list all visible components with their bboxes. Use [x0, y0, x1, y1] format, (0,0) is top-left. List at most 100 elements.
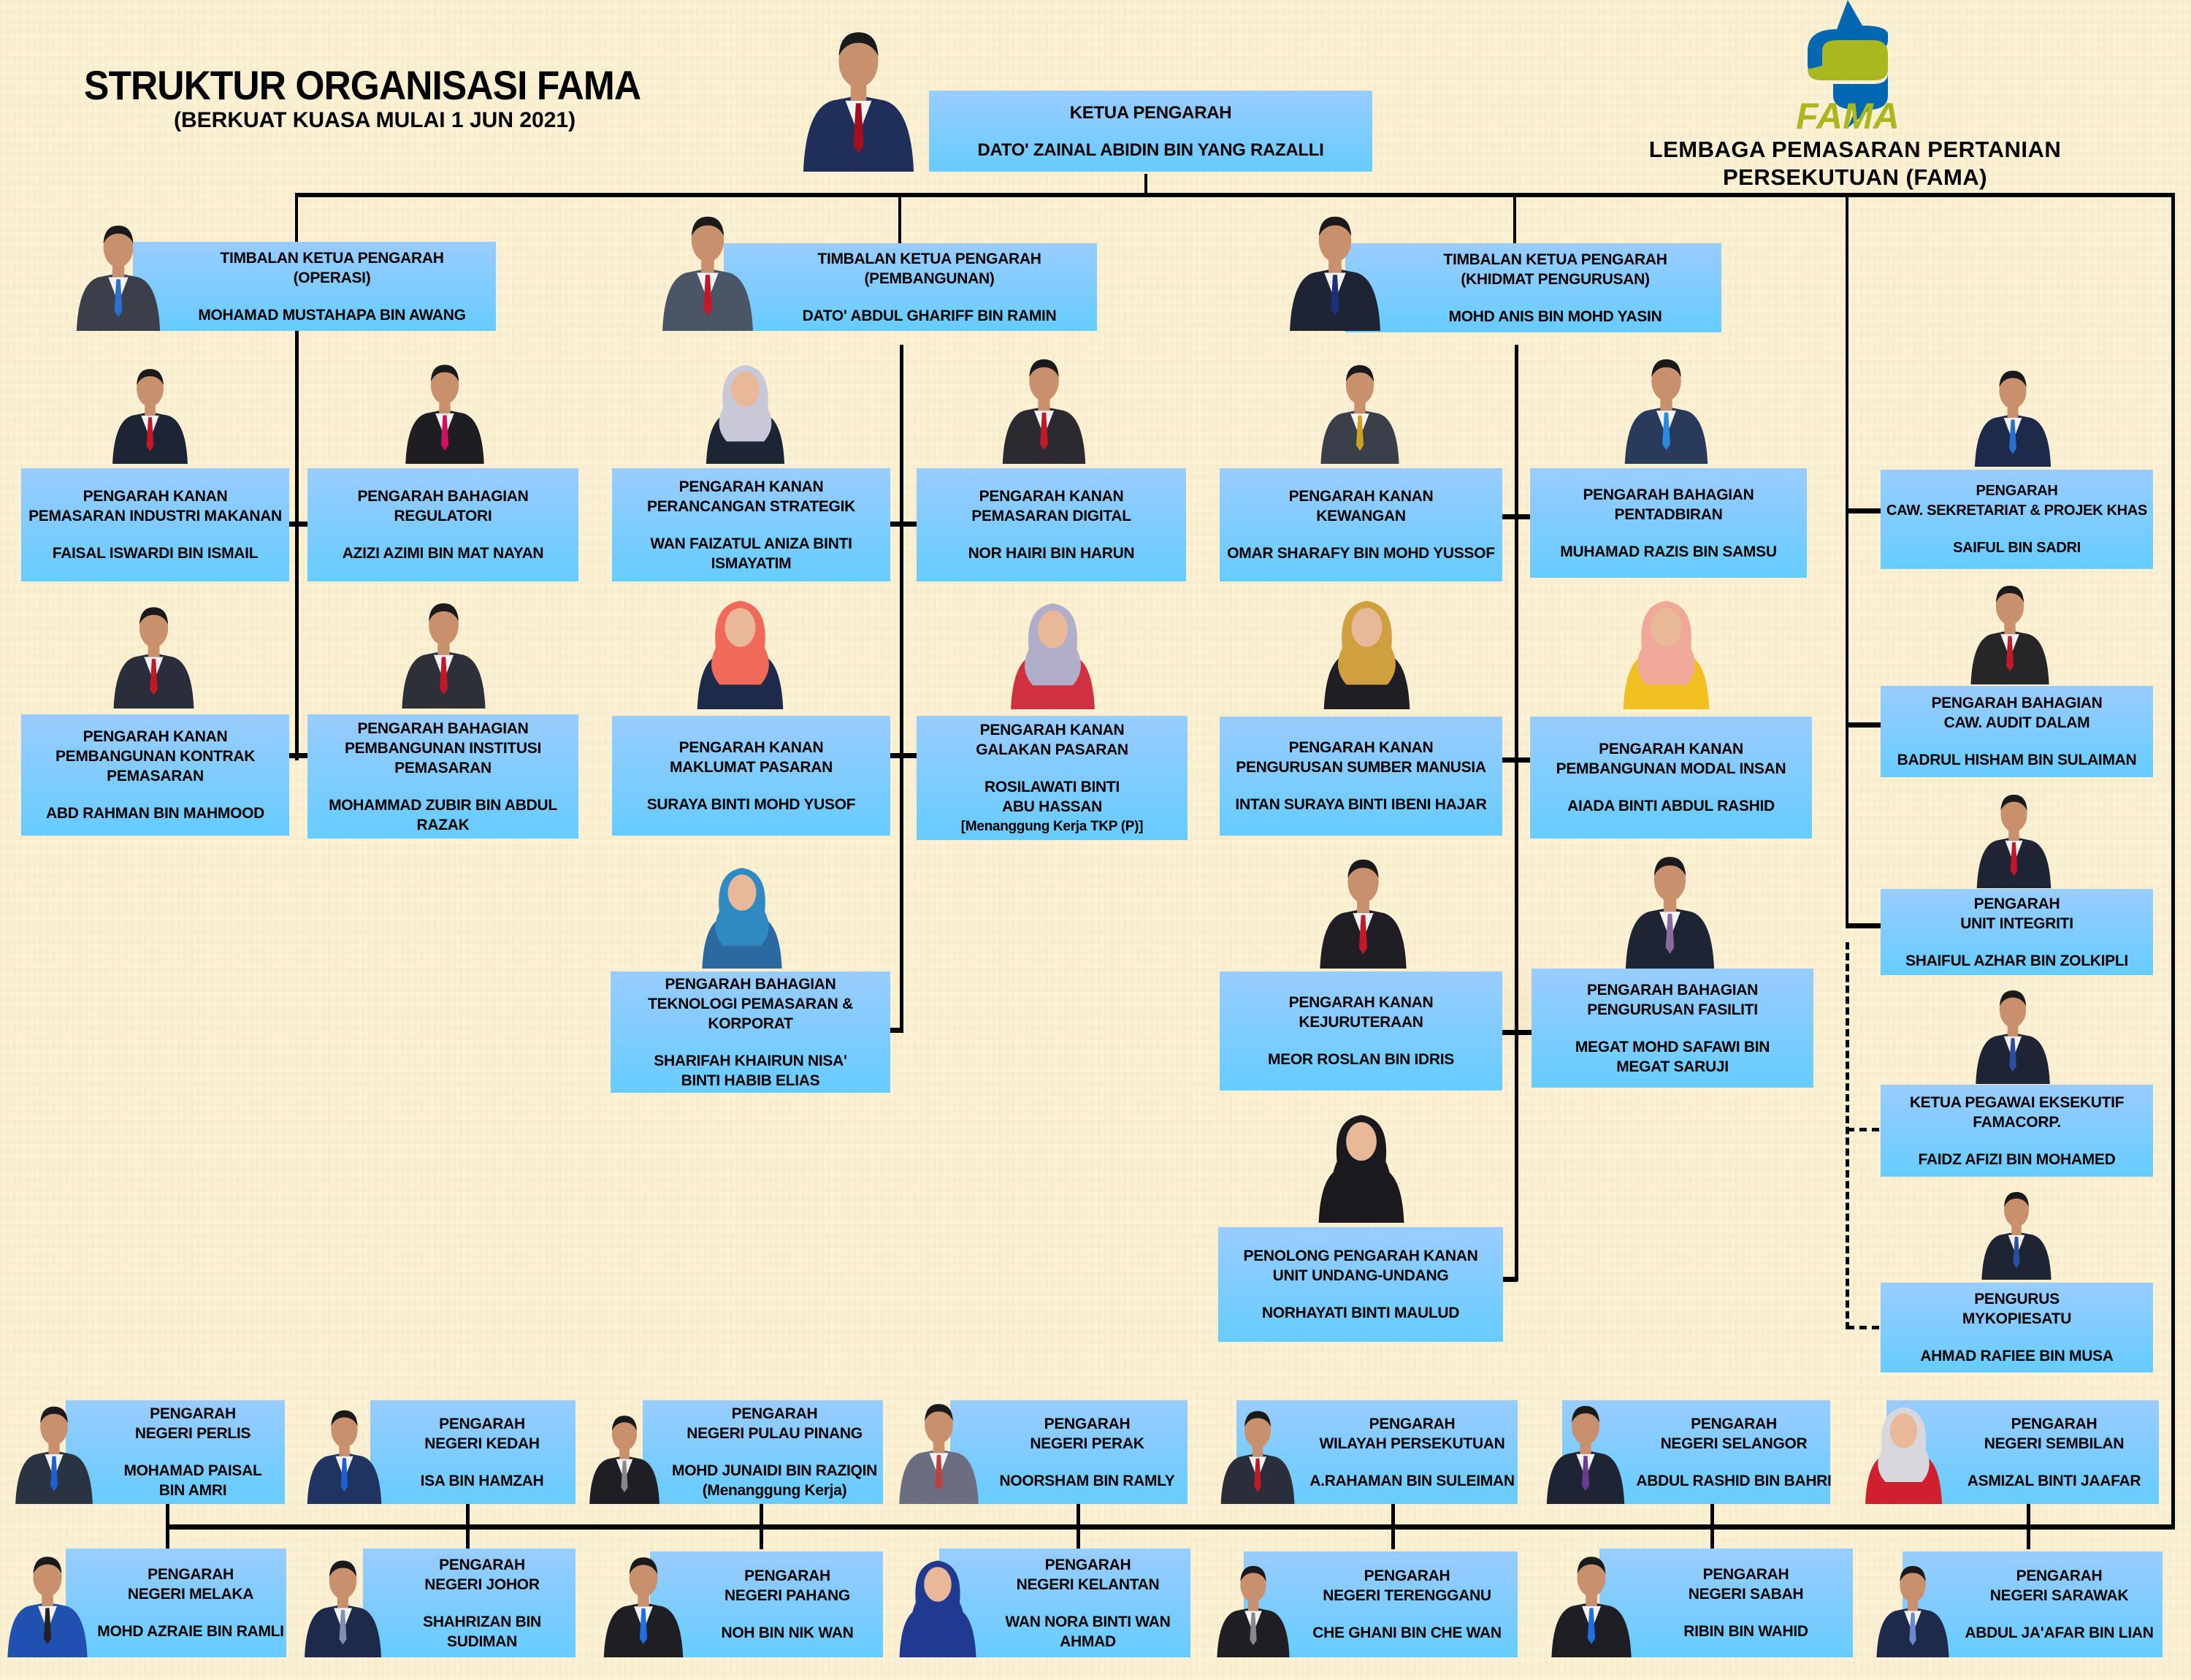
connector-line [1502, 514, 1530, 519]
card-title-line: PENGARAH [148, 1566, 234, 1583]
card-box [21, 714, 289, 836]
card-box [307, 714, 578, 839]
connector-line [1513, 194, 1516, 244]
portrait-photo [987, 345, 1101, 464]
card-text: TIMBALAN KETUA PENGARAH(PEMBANGUNAN)DATO… [762, 243, 1097, 331]
connector-line [1847, 923, 1881, 928]
card-box [1220, 971, 1502, 1091]
card-title-line: PEMBANGUNAN MODAL INSAN [1556, 760, 1786, 777]
card-title-line: WILAYAH PERSEKUTUAN [1319, 1435, 1505, 1452]
card-title-line: NEGERI MELAKA [127, 1586, 254, 1603]
card-box [307, 468, 578, 581]
card-title-line: GALAKAN PASARAN [976, 741, 1128, 758]
card-title-line: (KHIDMAT PENGURUSAN) [1461, 270, 1650, 288]
portrait-photo [95, 356, 205, 464]
card-box [1881, 1085, 2153, 1177]
card-name-line: BIN AMRI [158, 1482, 227, 1499]
card-title-line: NEGERI PULAU PINANG [687, 1425, 863, 1442]
card-name-line: ABDUL RASHID BIN BAHRI [1636, 1472, 1832, 1489]
card-name-line: AIADA BINTI ABDUL RASHID [1567, 798, 1775, 814]
connector-line [167, 1524, 2175, 1530]
card-name-line: ISMAYATIM [711, 554, 792, 572]
card-box [1599, 1549, 1853, 1657]
card-box [1530, 717, 1812, 839]
card-title-line: FAMACORP. [1973, 1113, 2061, 1131]
portrait-photo [890, 1548, 985, 1657]
card-title-line: MYKOPIESATU [1962, 1310, 2072, 1327]
connector-line [289, 753, 307, 758]
portrait-photo [1870, 1544, 1956, 1657]
card-box [1881, 889, 2153, 975]
portrait-photo [785, 14, 932, 172]
card-title-line: PENGARAH [439, 1415, 525, 1432]
card-title-line: PEMBANGUNAN INSTITUSI [344, 739, 542, 757]
card-box [66, 1400, 285, 1504]
card-title-line: PENGARAH [1364, 1568, 1450, 1584]
portrait-photo [1970, 782, 2058, 888]
card-title-line: KETUA PENGARAH [1069, 102, 1232, 123]
card-text: TIMBALAN KETUA PENGARAH(KHIDMAT PENGURUS… [1389, 243, 1721, 332]
card-title-line: NEGERI KELANTAN [1016, 1576, 1160, 1593]
card-title-line: PENGARAH BAHAGIAN [1586, 981, 1759, 999]
card-name-line: FAIDZ AFIZI BIN MOHAMED [1918, 1150, 2116, 1168]
connector-line [1391, 1504, 1395, 1549]
card-name-line: MOHD ANIS BIN MOHD YASIN [1448, 308, 1662, 325]
card-box [1244, 1551, 1518, 1657]
fama-logo-icon: FAMA [1796, 0, 1900, 137]
card-title-line: PENGARAH BAHAGIAN [357, 488, 529, 505]
card-name-line: MOHAMMAD ZUBIR BIN ABDUL [329, 796, 557, 814]
card-name-line: MUHAMAD RAZIS BIN SAMSU [1560, 543, 1777, 560]
card-title-line: PENGARAH [150, 1405, 236, 1422]
card-box [1532, 969, 1813, 1088]
card-name-line: NOORSHAM BIN RAMLY [999, 1472, 1175, 1489]
card-text: TIMBALAN KETUA PENGARAH(OPERASI)MOHAMAD … [168, 242, 496, 331]
card-title-line: PENGARAH [1973, 895, 2060, 912]
card-name-line: ISA BIN HAMZAH [420, 1472, 544, 1489]
card-name-line: BADRUL HISHAM BIN SULAIMAN [1897, 752, 2137, 768]
card-box [611, 971, 890, 1093]
connector-line [1144, 174, 1147, 196]
card-box [612, 716, 890, 836]
card-title-line: UNIT UNDANG-UNDANG [1272, 1267, 1449, 1284]
portrait-photo [297, 1543, 389, 1657]
connector-line [295, 194, 298, 243]
card-title-line: PENGARAH BAHAGIAN [357, 719, 529, 737]
dashed-connector-line [1847, 1128, 1879, 1131]
connector-line [166, 1504, 169, 1549]
card-title-line: PENGARAH KANAN [1288, 488, 1434, 505]
card-title-line: PENGARAH BAHAGIAN [665, 975, 836, 993]
card-name-line: AHMAD [1060, 1633, 1116, 1650]
card-box [724, 243, 1097, 331]
card-name-line: A.RAHAMAN BIN SULEIMAN [1309, 1472, 1515, 1489]
card-title-line: PENGARAH KANAN [678, 738, 824, 756]
card-title-line: NEGERI SELANGOR [1660, 1435, 1808, 1452]
card-box [1881, 686, 2153, 777]
card-title-line: PEMASARAN [107, 768, 204, 784]
card-name-line: CHE GHANI BIN CHE WAN [1312, 1624, 1502, 1641]
card-title-line: TIMBALAN KETUA PENGARAH [220, 249, 444, 267]
card-title-line: (OPERASI) [293, 269, 371, 286]
card-name-line: NORHAYATI BINTI MAULUD [1261, 1305, 1460, 1321]
connector-line [1847, 722, 1881, 728]
card-title-line: PEMASARAN INDUSTRI MAKANAN [28, 508, 282, 524]
card-name-line: MOHAMAD PAISAL [123, 1462, 262, 1479]
card-box [370, 1400, 576, 1504]
portrait-photo [387, 589, 500, 709]
card-title-line: REGULATORI [394, 508, 492, 524]
card-title-line: NEGERI PERAK [1030, 1435, 1144, 1452]
card-title-line: TIMBALAN KETUA PENGARAH [817, 250, 1041, 267]
page-subtitle: (BERKUAT KUASA MULAI 1 JUN 2021) [174, 108, 576, 132]
portrait-photo [654, 202, 762, 331]
connector-line [2027, 1504, 2030, 1549]
card-title-line: PENGARAH [1044, 1556, 1131, 1573]
card-title-line: PENGARAH [731, 1405, 818, 1422]
